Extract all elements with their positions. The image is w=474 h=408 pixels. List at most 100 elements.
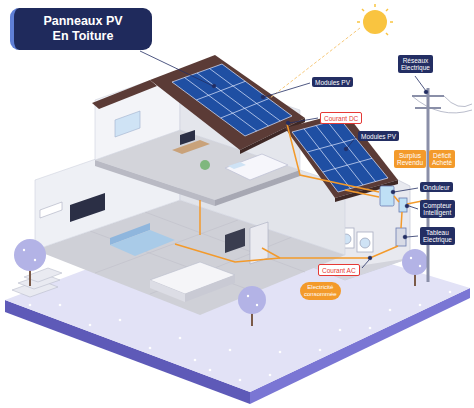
solar-panel [292,119,388,192]
tree [14,239,428,326]
upper-floor-part [225,154,288,180]
utility-pole [412,88,472,282]
upper-floor-part [228,162,246,169]
tree-part [402,249,428,275]
label-text: Déficit Acheté [432,152,452,167]
module-label: Modules PV [358,131,399,141]
panel-board-label: Tableau Electrique [420,227,455,245]
platform-dots-part [209,369,212,372]
current-label: Courant DC [320,112,362,124]
platform-dots-part [369,327,372,330]
energy-flow-label: Surplus Revendu [394,150,426,168]
main-roof [92,55,305,154]
label-text: Courant DC [324,115,358,122]
leader-line-part [264,83,310,97]
sun-part-part [390,21,393,23]
leader-line-part [403,235,407,239]
utility-pole-part [412,96,472,113]
living-room-part [70,193,105,222]
leader-line-part [212,84,216,88]
power-wire-part [401,212,402,228]
leader-line-part [405,204,409,208]
leader-line-part [140,51,213,86]
utility-pole-part [444,96,472,107]
leader-line-part [424,90,428,94]
meter-label: Compteur Intelligent [420,200,455,218]
living-room-part [185,275,235,302]
leader-line-part [261,95,265,99]
equipment-part [396,228,406,246]
tree-part-part [419,265,421,267]
module-label: Modules PV [312,77,353,87]
lower-floor-part [95,220,238,273]
leader-line-part [415,76,426,91]
platform-dots-part [279,351,282,354]
label-text: Courant AC [322,267,356,274]
leader-line-part [289,118,318,123]
living-room-part [110,230,175,256]
label-text: Surplus Revendu [397,152,423,167]
energy-flow-label: Déficit Acheté [429,150,455,168]
solar-panel-part [304,129,351,189]
tree-part [14,239,46,271]
leader-line-part [347,137,356,148]
power-wire-part [345,190,379,197]
tree-part-part [23,249,25,251]
platform-dots-part [449,291,452,294]
solar-panel-part [197,73,269,126]
main-roof-part [92,80,157,109]
living-room-part [225,228,245,253]
platform-dots-part [319,349,322,352]
upper-floor-part [115,111,140,137]
main-roof-part [150,55,305,150]
tree-part-part [256,304,258,306]
label-text: Réseaux Electrique [401,57,430,72]
grid-label: Réseaux Electrique [398,55,433,73]
equipment-part [380,186,394,206]
sun-part-part [386,33,388,35]
label-text: Compteur Intelligent [423,202,452,217]
leader-line-part [344,147,348,151]
platform-dots-part [179,337,182,340]
utility-pole-part [412,95,444,97]
platform-dots-part [194,359,197,362]
tree-part [238,286,266,314]
upper-floor-part [200,160,210,170]
platform-dots-part [269,374,272,377]
power-wire-part [262,246,398,258]
inverter-label: Onduleur [420,182,453,192]
annex-building-part [360,238,370,248]
label-text: Onduleur [423,184,450,191]
sun-part [270,28,360,98]
leader-line-part [409,206,418,209]
platform-dots-part [119,319,122,322]
sun-part-part [374,4,376,7]
solar-panel-part [185,78,257,132]
power-wire-part [199,200,201,235]
platform-dots-part [59,304,62,307]
equipment [380,186,407,246]
solar-panel-part [292,119,388,192]
title-box: Panneaux PV En Toiture [10,8,152,50]
leader-line-part [286,121,290,125]
platform-dots-part [389,309,392,312]
upper-floor-part [95,160,215,206]
living-room [40,193,268,302]
solar-panel-part [316,126,363,186]
label-text: Tableau Electrique [423,229,452,244]
living-room-part [40,202,62,218]
leader-line-part [394,188,418,192]
upper-floor-part [172,140,210,154]
sun-part-part [357,21,360,23]
living-room-part [250,222,268,264]
tree-part-part [34,259,36,261]
leader-line-part [362,260,369,268]
label-text: Panneaux PV En Toiture [40,14,126,44]
leader-line-part [368,256,372,260]
platform-dots-part [29,304,32,307]
current-label: Courant AC [318,264,360,276]
annex-building-part [357,232,373,252]
solar-panel-part [210,69,281,122]
power-wire-part [175,244,280,262]
